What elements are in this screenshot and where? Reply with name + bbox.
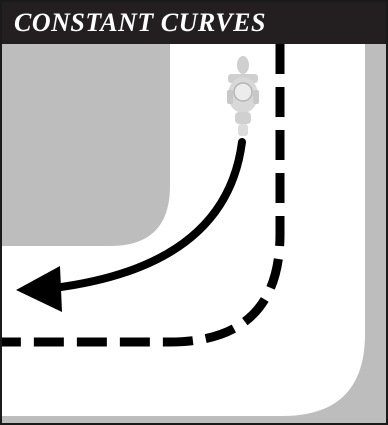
motorcycle-rider-icon: [227, 56, 259, 136]
inner-corner: [2, 44, 170, 246]
path-arrow-curve: [50, 138, 246, 292]
lane-center-line: [2, 44, 285, 347]
title-bar: CONSTANT CURVES: [2, 2, 386, 44]
road-scene: [2, 44, 386, 423]
path-arrow-head: [16, 266, 62, 312]
diagram-title: CONSTANT CURVES: [14, 8, 266, 37]
